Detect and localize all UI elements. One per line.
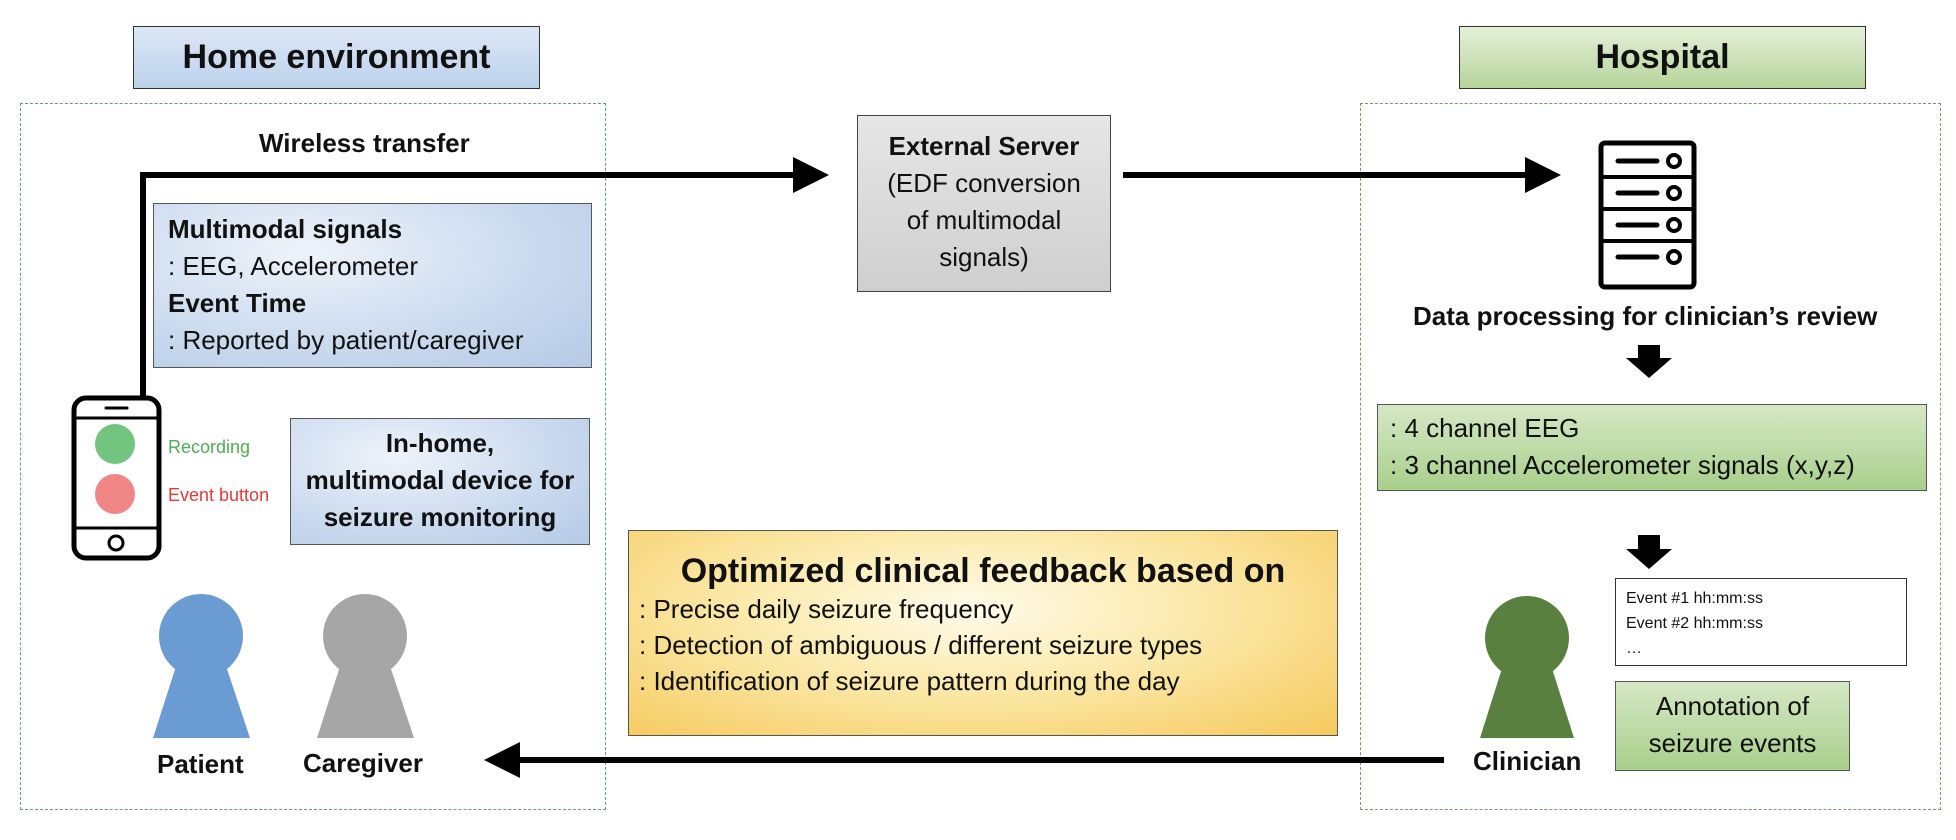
clinician-label: Clinician [1473,746,1582,776]
hospital-title: Hospital [1459,26,1866,89]
home-region [20,103,606,810]
event-button-icon [95,474,135,514]
device-line: In-home, [385,428,495,458]
smartphone-icon [71,395,162,561]
feedback-item: : Detection of ambiguous / different sei… [639,630,1203,660]
wireless-transfer-label: Wireless transfer [259,128,470,158]
signals-heading: Multimodal signals [168,214,403,244]
event-entry: … [1626,640,1642,657]
recording-label: Recording [168,437,251,457]
signals-detail: : EEG, Accelerometer [168,251,418,281]
feedback-item: : Precise daily seizure frequency [639,594,1014,624]
server-line: of multimodal [906,205,1062,235]
clinical-feedback-box: Optimized clinical feedback based on : P… [628,530,1338,736]
device-line: seizure monitoring [323,502,557,532]
server-title: External Server [888,131,1080,161]
caregiver-label: Caregiver [303,748,423,778]
device-description-box: In-home, multimodal device for seizure m… [290,418,590,545]
external-server-box: External Server (EDF conversion of multi… [857,115,1111,292]
clinician-person-icon [1480,596,1574,738]
patient-person-icon [153,594,250,738]
server-line: signals) [939,242,1029,272]
event-entry: Event #2 hh:mm:ss [1626,615,1763,632]
caregiver-person-icon [317,594,414,738]
event-time-detail: : Reported by patient/caregiver [168,325,524,355]
patient-label: Patient [157,749,244,779]
home-environment-title: Home environment [133,26,540,89]
down-arrow-icon [1626,345,1672,378]
device-line: multimodal device for [305,465,575,495]
signal-channels-box: : 4 channel EEG : 3 channel Acceleromete… [1377,404,1927,491]
feedback-title: Optimized clinical feedback based on [680,552,1286,590]
server-line: (EDF conversion [887,168,1081,198]
annotation-box: Annotation of seizure events [1615,681,1850,771]
recording-indicator-icon [95,424,135,464]
multimodal-signals-box: Multimodal signals : EEG, Accelerometer … [153,203,592,368]
event-list-box: Event #1 hh:mm:ss Event #2 hh:mm:ss … [1615,578,1907,666]
wireless-transfer-arrow [140,157,829,400]
event-button-label: Event button [168,485,270,505]
down-arrow-icon [1626,535,1672,569]
server-rack-icon [1598,140,1697,290]
hospital-region [1360,103,1941,810]
channel-item: : 3 channel Accelerometer signals (x,y,z… [1390,450,1855,480]
channel-item: : 4 channel EEG [1390,413,1580,443]
event-time-heading: Event Time [168,288,307,318]
annotation-line: Annotation of [1655,691,1810,721]
feedback-item: : Identification of seizure pattern duri… [639,666,1180,696]
data-processing-label: Data processing for clinician’s review [1413,301,1878,331]
annotation-line: seizure events [1648,728,1817,758]
event-entry: Event #1 hh:mm:ss [1626,590,1763,607]
